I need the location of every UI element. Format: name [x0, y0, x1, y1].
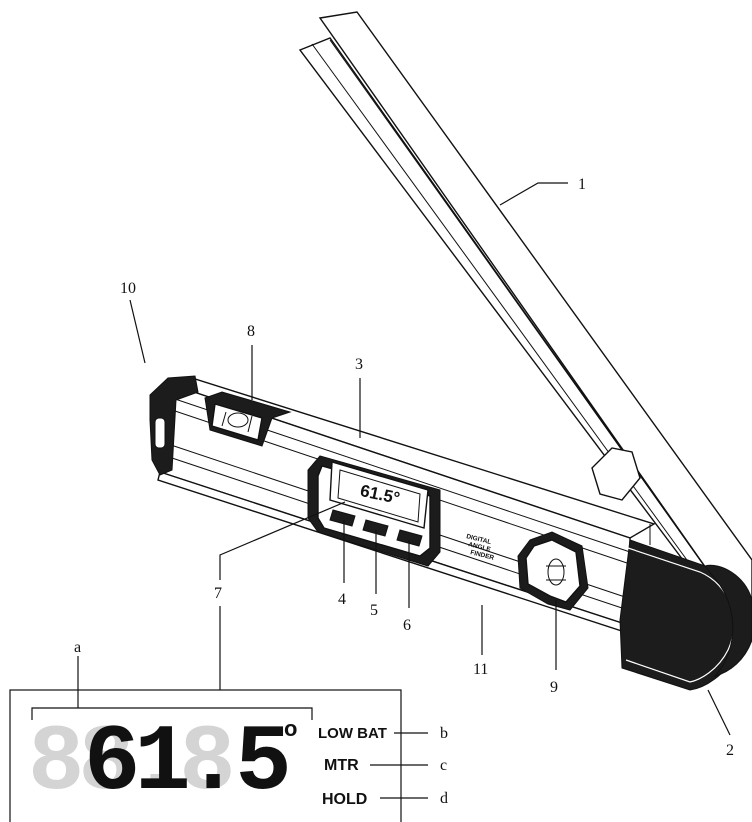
callout-3: 3 — [355, 356, 363, 373]
callout-5: 5 — [370, 602, 378, 619]
callout-11: 11 — [473, 661, 488, 678]
vertical-vial — [517, 531, 589, 611]
lcd-ghost-digits: 88.8 — [28, 711, 231, 817]
lcd-degree-mark: o — [284, 716, 297, 741]
callout-8: 8 — [247, 323, 255, 340]
callout-4: 4 — [338, 591, 346, 608]
button-4[interactable] — [329, 509, 356, 527]
enlarged-lcd-panel: a 88.8 61.5 o LOW BAT MTR HOLD b c d — [9, 639, 448, 822]
callout-a: a — [74, 639, 81, 656]
callout-2: 2 — [726, 742, 734, 759]
movable-arm — [298, 11, 752, 601]
callout-7: 7 — [214, 585, 222, 602]
display-housing: 61.5° — [307, 455, 441, 567]
left-end-cap — [149, 375, 199, 476]
lcd-reading: 61.5 — [84, 711, 287, 817]
callout-d: d — [440, 790, 448, 807]
pivot-end-cap — [619, 539, 752, 691]
callout-10: 10 — [120, 280, 136, 297]
lcd-mtr: MTR — [324, 757, 359, 774]
horizontal-vial — [204, 391, 292, 447]
lcd-low-bat: LOW BAT — [318, 725, 387, 742]
callout-9: 9 — [550, 679, 558, 696]
callout-c: c — [440, 757, 447, 774]
callouts: 1 10 8 3 7 4 5 6 11 9 2 — [120, 176, 734, 759]
button-6[interactable] — [396, 529, 423, 547]
callout-1: 1 — [578, 176, 586, 193]
lcd-hold: HOLD — [322, 791, 367, 808]
callout-6: 6 — [403, 617, 411, 634]
callout-b: b — [440, 725, 448, 742]
brand-label: DIGITAL ANGLE FINDER — [466, 533, 495, 562]
button-5[interactable] — [362, 519, 389, 537]
